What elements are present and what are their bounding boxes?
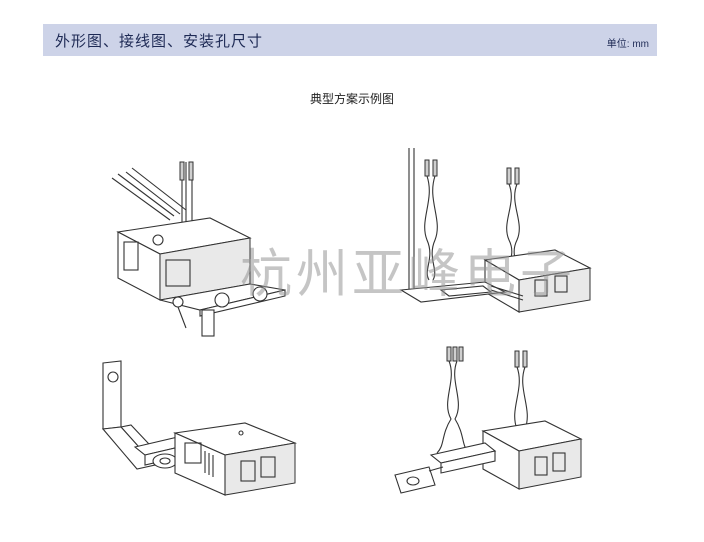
figure-caption: 典型方案示例图 (309, 92, 394, 106)
relay-drawing-top-right (395, 140, 595, 320)
relay-drawing-top-left (100, 150, 300, 340)
company-watermark: 杭州亚峰电子 (240, 245, 577, 305)
relay-drawing-bottom-left (95, 355, 310, 505)
unit-label: 单位: mm (606, 39, 649, 50)
section-header: 外形图、接线图、安装孔尺寸 单位: mm (43, 24, 657, 56)
relay-drawing-bottom-right (385, 345, 585, 505)
section-title: 外形图、接线图、安装孔尺寸 (55, 32, 264, 50)
